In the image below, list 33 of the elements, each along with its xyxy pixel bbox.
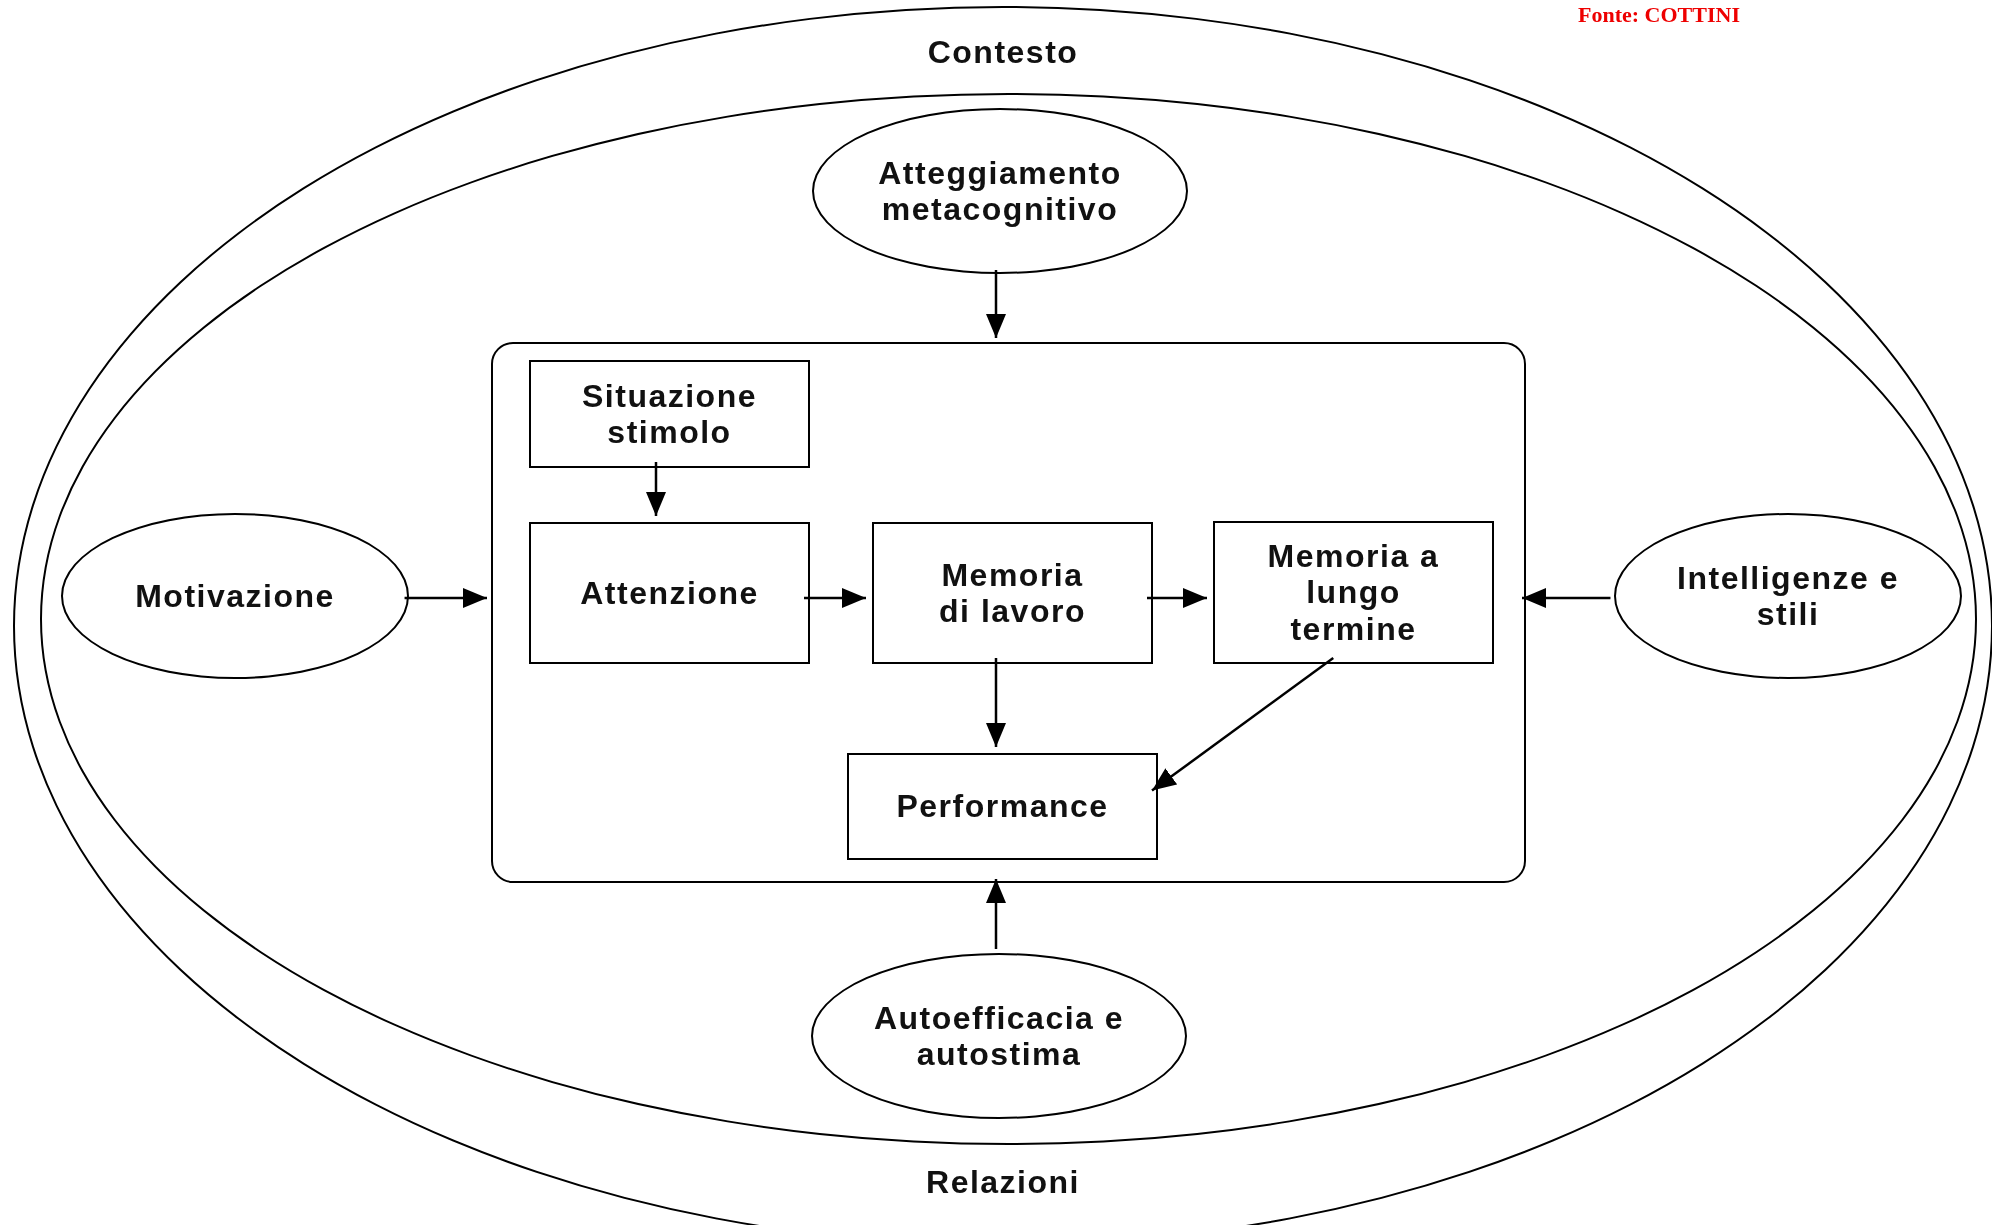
arrow bbox=[404, 588, 487, 608]
ring-label: Relazioni bbox=[925, 1163, 1081, 1200]
arrow bbox=[646, 462, 666, 516]
arrow bbox=[986, 658, 1006, 747]
process-box bbox=[529, 522, 810, 664]
ellipse-node bbox=[61, 513, 409, 679]
node-label: Motivazione bbox=[135, 577, 335, 615]
node-label: Attenzione bbox=[580, 574, 759, 612]
ellipse-node bbox=[1614, 513, 1962, 679]
arrow bbox=[804, 588, 866, 608]
node-label: Memoria a lungo termine bbox=[1266, 538, 1441, 647]
node-label: Intelligenze e stili bbox=[1676, 559, 1900, 633]
node-label: Memoria di lavoro bbox=[938, 556, 1087, 630]
node-label: Atteggiamento metacognitivo bbox=[877, 154, 1123, 228]
node-label: Autoefficacia e autostima bbox=[872, 999, 1126, 1073]
process-box bbox=[872, 522, 1153, 664]
process-box bbox=[847, 753, 1158, 860]
ellipse-node bbox=[40, 93, 1977, 1145]
rounded-frame bbox=[491, 342, 1526, 883]
process-box bbox=[1213, 521, 1494, 664]
node-label: Situazione stimolo bbox=[581, 377, 758, 451]
ellipse-node bbox=[812, 108, 1188, 274]
arrow bbox=[1151, 657, 1334, 792]
arrow bbox=[986, 879, 1006, 949]
ring-label: Contesto bbox=[926, 34, 1080, 71]
node-label: Performance bbox=[896, 788, 1109, 825]
arrow bbox=[1522, 588, 1611, 608]
arrow bbox=[986, 270, 1006, 338]
arrow bbox=[1147, 588, 1207, 608]
process-box bbox=[529, 360, 810, 468]
ellipse-node bbox=[811, 953, 1187, 1119]
outer-ellipse bbox=[13, 6, 1992, 1225]
source-note: Fonte: COTTINI bbox=[1578, 2, 1740, 28]
